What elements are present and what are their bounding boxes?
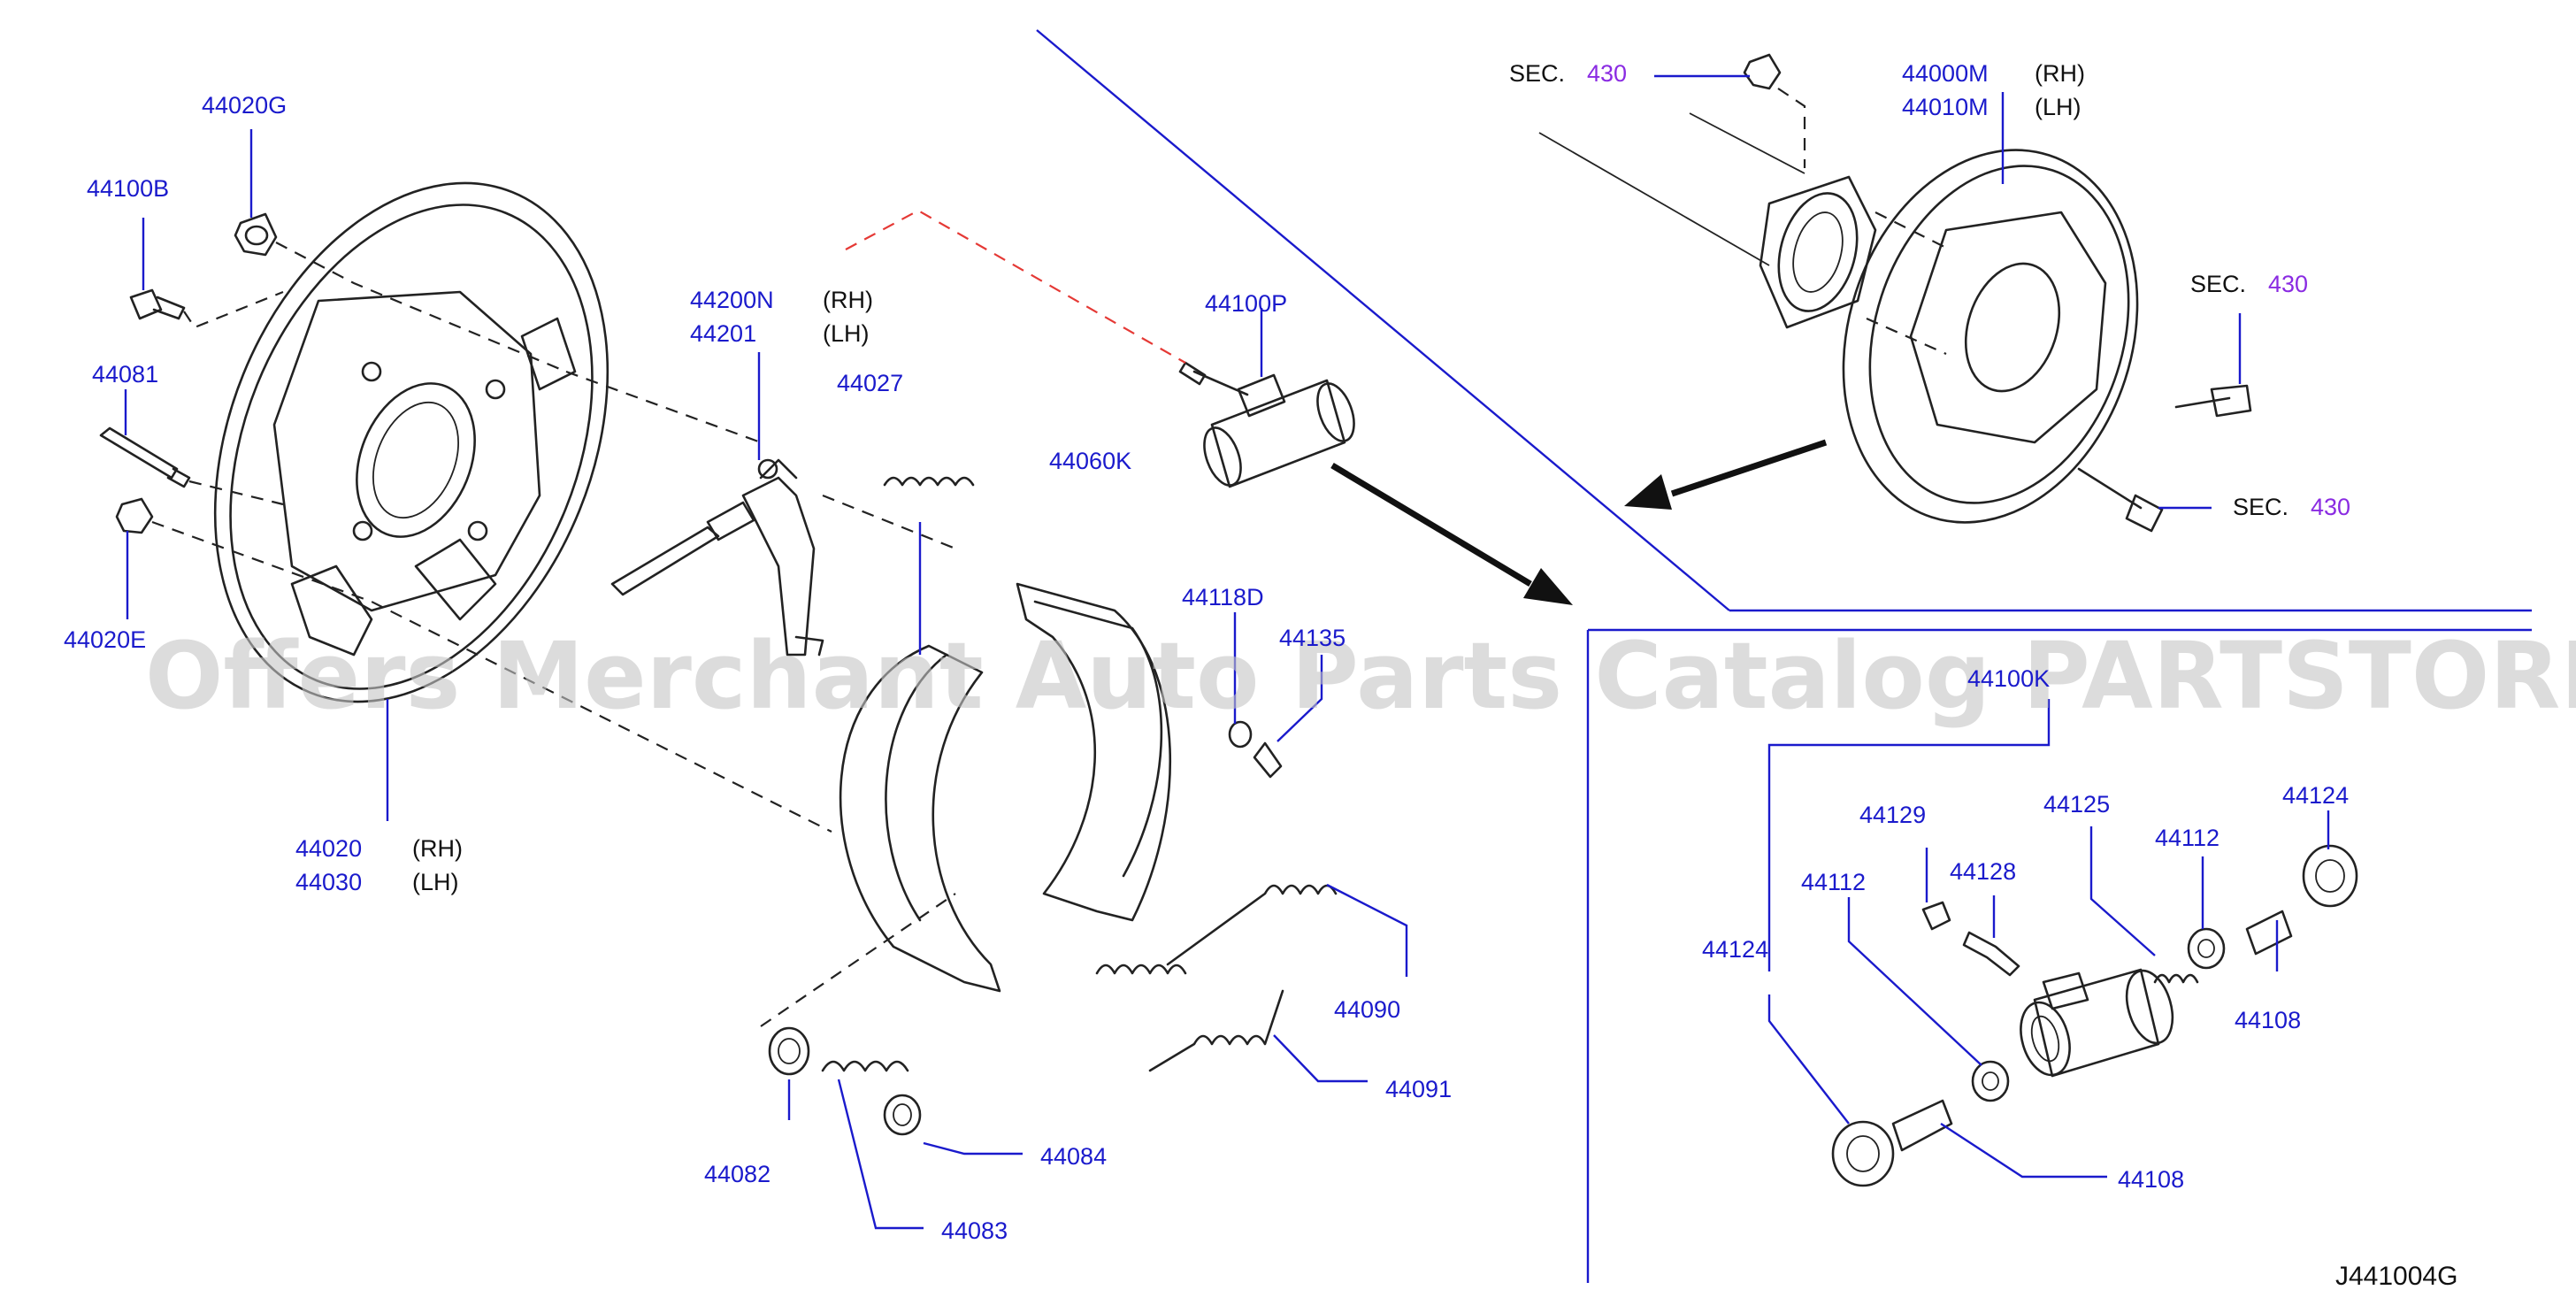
backing-plate-drawing	[213, 181, 610, 703]
sec-ref-bottom-prefix: SEC.	[2233, 494, 2288, 520]
part-number-44124-right[interactable]: 44124	[2282, 782, 2349, 809]
rh-label-44200N: (RH)	[823, 287, 873, 313]
lh-label-44201: (LH)	[823, 320, 870, 347]
section-dividers	[1036, 29, 2532, 1283]
watermark-text: Offers Merchant Auto Parts Catalog PARTS…	[145, 622, 2576, 730]
sec-ref-top-number[interactable]: 430	[1587, 60, 1627, 87]
part-labels: 44020G 44100B 44081 44020E 44020 44030 4…	[64, 60, 2349, 1244]
part-number-44108-left[interactable]: 44108	[2118, 1166, 2184, 1193]
spring-44027-drawing	[883, 476, 975, 487]
lh-label-44030: (LH)	[412, 869, 459, 895]
drum-brake-assembly-drawing	[1743, 53, 2252, 533]
part-number-44091[interactable]: 44091	[1385, 1076, 1452, 1102]
section-references: SEC. 430 SEC. 430 SEC. 430	[1509, 60, 2350, 520]
sec-ref-mid-prefix: SEC.	[2190, 271, 2246, 297]
part-number-44090[interactable]: 44090	[1334, 996, 1400, 1023]
part-number-44000M[interactable]: 44000M	[1902, 60, 1989, 87]
part-number-44020G[interactable]: 44020G	[202, 92, 287, 119]
part-number-44081[interactable]: 44081	[92, 361, 158, 388]
part-number-44112-left[interactable]: 44112	[1801, 869, 1866, 895]
part-number-44010M[interactable]: 44010M	[1902, 94, 1989, 120]
part-number-44020[interactable]: 44020	[295, 835, 362, 862]
part-number-44128[interactable]: 44128	[1950, 858, 2016, 885]
part-number-44112-right[interactable]: 44112	[2155, 825, 2220, 851]
cylinder-kit-drawing	[1831, 844, 2358, 1187]
part-number-44082[interactable]: 44082	[704, 1161, 770, 1187]
side-labels: (RH) (LH) (RH) (LH) (RH) (LH)	[412, 60, 2085, 895]
sec-ref-top-prefix: SEC.	[1509, 60, 1565, 87]
drum-dash-2	[1874, 211, 1947, 249]
lh-label-44010M: (LH)	[2035, 94, 2082, 120]
drum-dash-1	[1777, 88, 1806, 168]
part-number-44083[interactable]: 44083	[941, 1217, 1008, 1244]
small-parts-left	[99, 212, 278, 534]
sec-ref-bottom-number[interactable]: 430	[2311, 494, 2350, 520]
drum-dash-3	[1866, 317, 1947, 356]
part-number-44027[interactable]: 44027	[837, 370, 903, 396]
part-number-44084[interactable]: 44084	[1040, 1143, 1107, 1170]
rh-label-44020: (RH)	[412, 835, 463, 862]
part-number-44124-left[interactable]: 44124	[1702, 936, 1768, 963]
clips-drawing	[1228, 720, 1283, 779]
part-number-44100B[interactable]: 44100B	[87, 175, 169, 202]
part-number-44201[interactable]: 44201	[690, 320, 756, 347]
sec-ref-mid-number[interactable]: 430	[2268, 271, 2308, 297]
part-number-44129[interactable]: 44129	[1859, 802, 1926, 828]
diagram-code: J441004G	[2335, 1262, 2457, 1291]
hold-down-parts-drawing	[768, 1026, 922, 1136]
part-number-44125[interactable]: 44125	[2043, 791, 2110, 818]
part-number-44118D[interactable]: 44118D	[1182, 584, 1264, 610]
part-number-44135[interactable]: 44135	[1279, 625, 1346, 651]
direction-arrows	[1330, 439, 1828, 605]
part-number-44030[interactable]: 44030	[295, 869, 362, 895]
brake-shoes-drawing	[839, 582, 1172, 993]
part-number-44100P[interactable]: 44100P	[1205, 290, 1287, 317]
leader-lines	[124, 74, 2330, 1230]
axle-line-2	[1689, 112, 1806, 174]
part-number-44200N[interactable]: 44200N	[690, 287, 774, 313]
rh-label-44000M: (RH)	[2035, 60, 2085, 87]
wheel-cylinder-drawing	[1178, 361, 1355, 488]
part-number-44100K[interactable]: 44100K	[1967, 665, 2050, 692]
part-number-44060K[interactable]: 44060K	[1049, 448, 1131, 474]
return-springs-drawing	[1095, 884, 1338, 1072]
part-number-44108-right[interactable]: 44108	[2235, 1007, 2301, 1033]
part-number-44020E[interactable]: 44020E	[64, 626, 146, 653]
adjuster-lever-drawing	[610, 458, 824, 656]
axle-line	[1538, 132, 1770, 266]
assembly-dashes	[151, 209, 1186, 1027]
